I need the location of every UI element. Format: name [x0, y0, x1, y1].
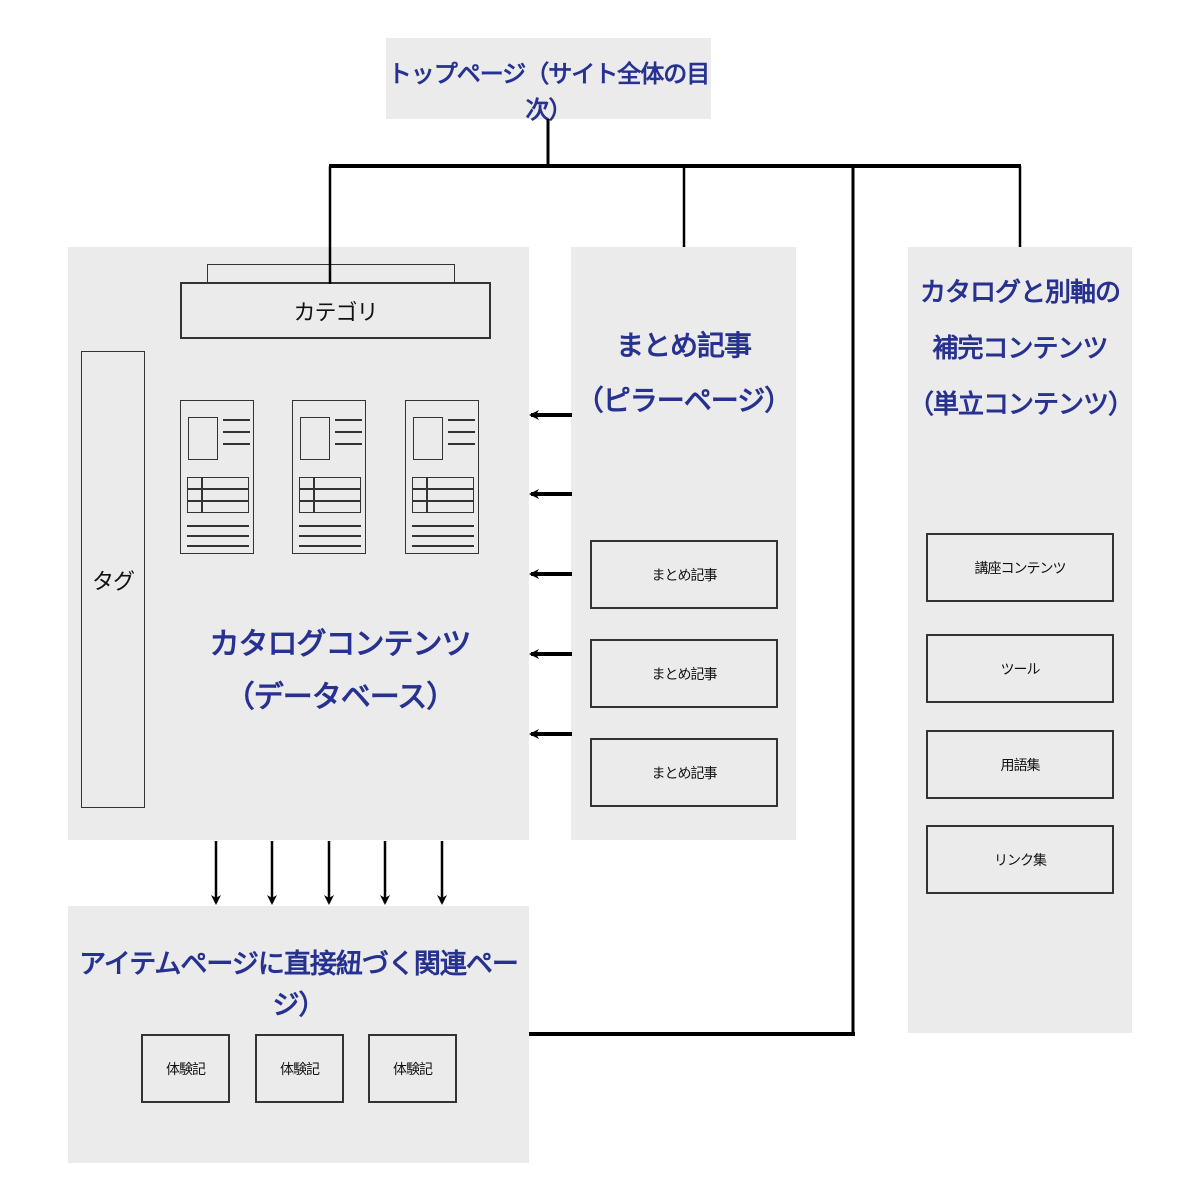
experience-box-label: 体験記	[393, 1061, 433, 1078]
pillar-article-box[interactable]: まとめ記事	[590, 540, 778, 609]
text-line	[187, 545, 249, 547]
experience-box-label: 体験記	[280, 1061, 320, 1078]
supplement-title-line1: カタログと別軸の	[919, 278, 1121, 308]
text-line	[187, 535, 249, 537]
experience-box[interactable]: 体験記	[141, 1034, 230, 1103]
text-line	[448, 431, 475, 433]
text-line	[412, 545, 474, 547]
text-line	[335, 443, 362, 445]
supplement-item-box-label: 講座コンテンツ	[974, 560, 1067, 577]
top-page-panel	[386, 38, 711, 119]
category-box[interactable]: カテゴリ	[180, 282, 491, 339]
text-line	[448, 443, 475, 445]
text-line	[223, 431, 250, 433]
related-title: アイテムページに直接紐づく関連ページ）	[79, 949, 519, 1021]
supplement-item-box-label: リンク集	[994, 852, 1047, 869]
text-line	[412, 525, 474, 527]
spec-table-icon	[299, 477, 361, 513]
tag-box[interactable]: タグ	[81, 351, 145, 808]
catalog-title-line1: カタログコンテンツ	[209, 627, 472, 662]
supplement-item-box-label: ツール	[1000, 661, 1041, 678]
experience-box[interactable]: 体験記	[255, 1034, 344, 1103]
spec-table-icon	[187, 477, 249, 513]
supplement-item-box[interactable]: 用語集	[926, 730, 1114, 799]
text-line	[299, 545, 361, 547]
pillar-title-line1: まとめ記事	[615, 329, 752, 362]
text-line	[223, 419, 250, 421]
top-page-title: トップページ（サイト全体の目次）	[387, 60, 711, 124]
image-placeholder-icon	[413, 417, 443, 460]
experience-box[interactable]: 体験記	[368, 1034, 457, 1103]
item-page-card[interactable]	[292, 400, 366, 554]
experience-box-label: 体験記	[166, 1061, 206, 1078]
pillar-article-box-label: まとめ記事	[651, 567, 718, 584]
image-placeholder-icon	[188, 417, 218, 460]
text-line	[412, 535, 474, 537]
spec-table-icon	[412, 477, 474, 513]
pillar-article-box-label: まとめ記事	[651, 765, 718, 782]
catalog-title-line2: （データベース）	[224, 680, 457, 715]
text-line	[335, 419, 362, 421]
item-page-card[interactable]	[180, 400, 254, 554]
supplement-title-line2: 補完コンテンツ	[932, 334, 1108, 364]
text-line	[448, 419, 475, 421]
category-label: カテゴリ	[293, 300, 378, 326]
pillar-article-box[interactable]: まとめ記事	[590, 738, 778, 807]
image-placeholder-icon	[300, 417, 330, 460]
supplement-item-box[interactable]: 講座コンテンツ	[926, 533, 1114, 602]
supplement-item-box[interactable]: ツール	[926, 634, 1114, 703]
text-line	[299, 535, 361, 537]
pillar-title-line2: （ピラーページ）	[575, 384, 792, 417]
item-page-card[interactable]	[405, 400, 479, 554]
pillar-article-box-label: まとめ記事	[651, 666, 718, 683]
pillar-article-box[interactable]: まとめ記事	[590, 639, 778, 708]
text-line	[223, 443, 250, 445]
tag-label: タグ	[91, 569, 135, 595]
supplement-item-box-label: 用語集	[1000, 757, 1041, 774]
supplement-item-box[interactable]: リンク集	[926, 825, 1114, 894]
text-line	[335, 431, 362, 433]
text-line	[299, 525, 361, 527]
supplement-title-line3: （単立コンテンツ）	[908, 390, 1134, 420]
text-line	[187, 525, 249, 527]
